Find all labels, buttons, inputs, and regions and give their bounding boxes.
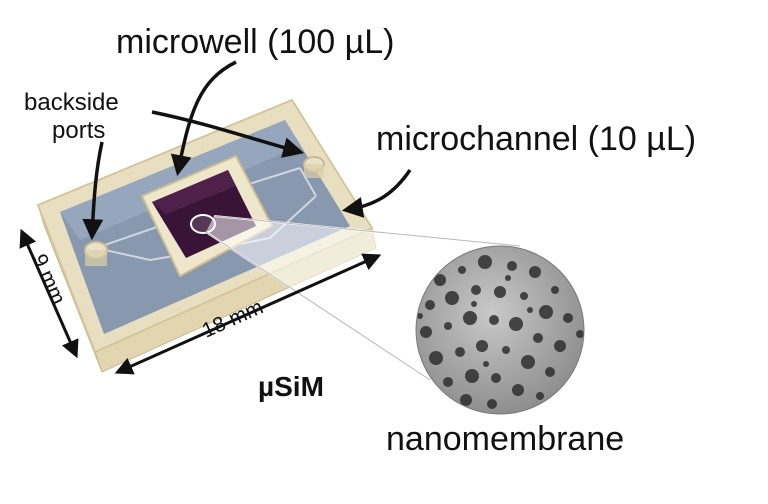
nanomembrane-zoom: [415, 245, 585, 415]
backside-port-left: [84, 241, 108, 266]
dimension-arrows: [19, 228, 382, 375]
width-dimension-line: [19, 228, 79, 359]
backside-port-right: [303, 156, 325, 178]
microchannel-label: microchannel (10 µL): [376, 120, 696, 158]
nanopores: [417, 255, 584, 409]
device-name-label: µSiM: [258, 371, 324, 402]
annotation-arrows: [82, 60, 412, 241]
microchannel-arrow: [341, 169, 412, 218]
length-dimension-line: [114, 253, 382, 375]
backside-ports-label-line2: ports: [52, 117, 105, 144]
backside-ports-arrow-left: [82, 141, 104, 241]
microwell-label: microwell (100 µL): [116, 23, 394, 61]
microwell-arrow: [170, 60, 237, 177]
backside-ports-label-line1: backside: [24, 89, 119, 116]
nanomembrane-label: nanomembrane: [386, 420, 624, 458]
backside-ports-arrow-right: [151, 110, 305, 158]
